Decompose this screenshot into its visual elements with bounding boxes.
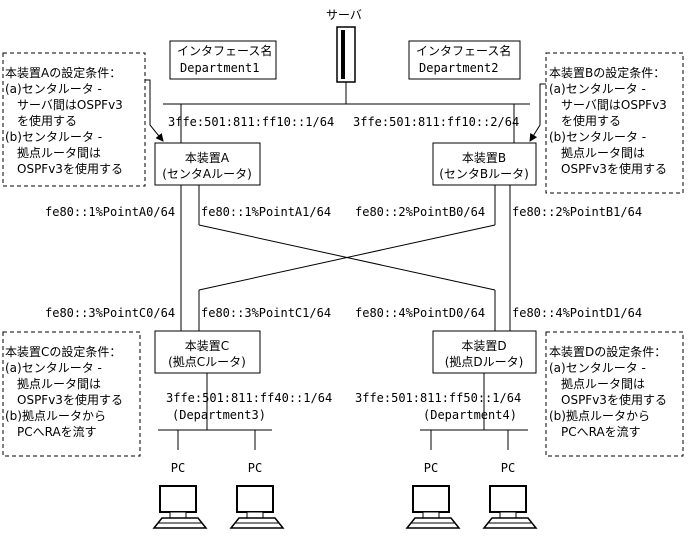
link-local-c0: fe80::3%PointC0/64 — [45, 306, 175, 320]
link-local-d1: fe80::4%PointD1/64 — [512, 306, 642, 320]
lan-iface-d: (Department4) — [423, 408, 517, 422]
condition-line: を使用する — [5, 113, 77, 128]
condition-line: OSPFv3を使用する — [549, 161, 667, 176]
interface-box-department1: インタフェース名 Department1 — [169, 40, 277, 80]
device-a: 本装置A (センタAルータ) — [154, 142, 261, 186]
pc-icon — [406, 485, 460, 529]
device-role: (センタBルータ) — [439, 167, 529, 181]
link-local-a0: fe80::1%PointA0/64 — [45, 205, 175, 219]
condition-box-b: 本装置Bの設定条件： (a)センタルータ - サーバ間はOSPFv3 を使用する… — [545, 52, 684, 194]
condition-line: 本装置Cの設定条件： — [5, 344, 121, 359]
pc-label: PC — [424, 461, 438, 475]
arrow-b — [529, 83, 546, 142]
link-local-b1: fe80::2%PointB1/64 — [512, 205, 642, 219]
lan-address-c: 3ffe:501:811:ff40::1/64 — [166, 391, 332, 405]
condition-line: 本装置Bの設定条件： — [549, 65, 665, 80]
pc-icon — [230, 485, 284, 529]
condition-line: OSPFv3を使用する — [5, 392, 123, 407]
device-d: 本装置D (拠点Dルータ) — [432, 330, 537, 374]
condition-line: サーバ間はOSPFv3 — [5, 98, 123, 112]
arrow-a — [145, 79, 164, 142]
condition-line: (a)センタルータ - — [549, 82, 646, 96]
condition-line: PCへRAを流す — [5, 425, 97, 439]
device-role: (拠点Dルータ) — [445, 355, 524, 369]
link-local-d0: fe80::4%PointD0/64 — [355, 306, 485, 320]
condition-line: (a)センタルータ - — [549, 361, 646, 375]
address-center-b: 3ffe:501:811:ff10::2/64 — [353, 115, 519, 129]
pc-icon — [153, 485, 207, 529]
link-b-c — [198, 224, 496, 291]
condition-line: 本装置Aの設定条件： — [5, 65, 121, 80]
interface-name: Department2 — [419, 61, 498, 75]
server-label: サーバ — [326, 8, 362, 22]
pc-label: PC — [248, 461, 262, 475]
device-name: 本装置D — [461, 339, 506, 353]
condition-line: (b)拠点ルータから — [549, 409, 650, 423]
link-local-a1: fe80::1%PointA1/64 — [201, 205, 331, 219]
condition-line: 拠点ルータ間は — [5, 146, 101, 160]
device-name: 本装置C — [185, 339, 229, 353]
condition-line: PCへRAを流す — [549, 425, 641, 439]
condition-line: OSPFv3を使用する — [5, 161, 123, 176]
interface-name: Department1 — [180, 61, 259, 75]
condition-line: 拠点ルータ間は — [5, 377, 101, 391]
condition-line: OSPFv3を使用する — [549, 392, 667, 407]
condition-line: を使用する — [549, 113, 621, 128]
condition-box-d: 本装置Dの設定条件： (a)センタルータ - 拠点ルータ間は OSPFv3を使用… — [545, 331, 684, 457]
lan-iface-c: (Department3) — [172, 408, 266, 422]
condition-line: (b)センタルータ - — [5, 130, 102, 144]
link-local-b0: fe80::2%PointB0/64 — [355, 205, 485, 219]
device-role: (センタAルータ) — [162, 167, 252, 181]
condition-line: (b)拠点ルータから — [5, 409, 106, 423]
device-name: 本装置A — [185, 151, 230, 165]
condition-line: (a)センタルータ - — [5, 82, 102, 96]
pc-label: PC — [501, 461, 515, 475]
device-name: 本装置B — [462, 151, 506, 165]
lan-address-d: 3ffe:501:811:ff50::1/64 — [355, 391, 521, 405]
pc-label: PC — [171, 461, 185, 475]
condition-line: 本装置Dの設定条件： — [549, 344, 666, 359]
condition-box-a: 本装置Aの設定条件： (a)センタルータ - サーバ間はOSPFv3 を使用する… — [2, 52, 146, 187]
link-local-c1: fe80::3%PointC1/64 — [201, 306, 331, 320]
address-center-a: 3ffe:501:811:ff10::1/64 — [168, 115, 334, 129]
condition-box-c: 本装置Cの設定条件： (a)センタルータ - 拠点ルータ間は OSPFv3を使用… — [2, 331, 141, 457]
interface-title: インタフェース名 — [177, 43, 272, 58]
condition-line: 拠点ルータ間は — [549, 146, 645, 160]
device-role: (拠点Cルータ) — [168, 355, 246, 369]
condition-line: (a)センタルータ - — [5, 361, 102, 375]
interface-title: インタフェース名 — [416, 43, 511, 58]
condition-line: 拠点ルータ間は — [549, 377, 645, 391]
condition-line: (b)センタルータ - — [549, 130, 646, 144]
device-b: 本装置B (センタBルータ) — [432, 142, 537, 186]
condition-line: サーバ間はOSPFv3 — [549, 98, 667, 112]
server-icon — [336, 26, 356, 83]
interface-box-department2: インタフェース名 Department2 — [408, 40, 521, 80]
device-c: 本装置C (拠点Cルータ) — [154, 330, 261, 374]
pc-icon — [483, 485, 537, 529]
